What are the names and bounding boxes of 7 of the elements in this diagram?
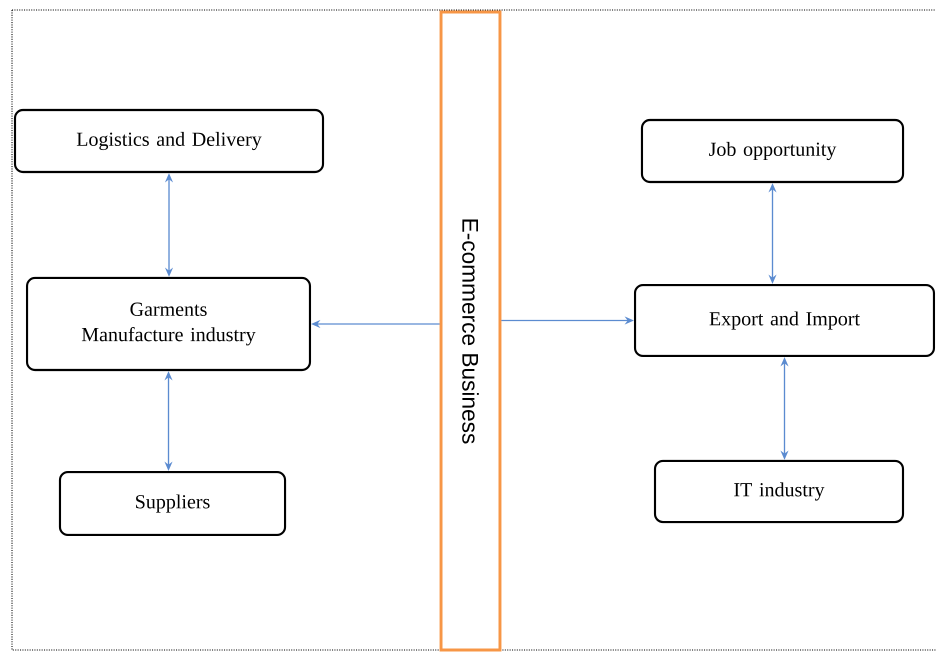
process-box: Export and Import [634,284,936,358]
process-box: IT industry [654,460,904,524]
process-box: Job opportunity [640,118,904,184]
process-box: Logistics and Delivery [14,108,324,174]
process-box: Garments Manufacture industry [26,276,312,372]
process-box: Suppliers [58,470,286,536]
vertical-band: E-commerce Business [440,10,502,652]
